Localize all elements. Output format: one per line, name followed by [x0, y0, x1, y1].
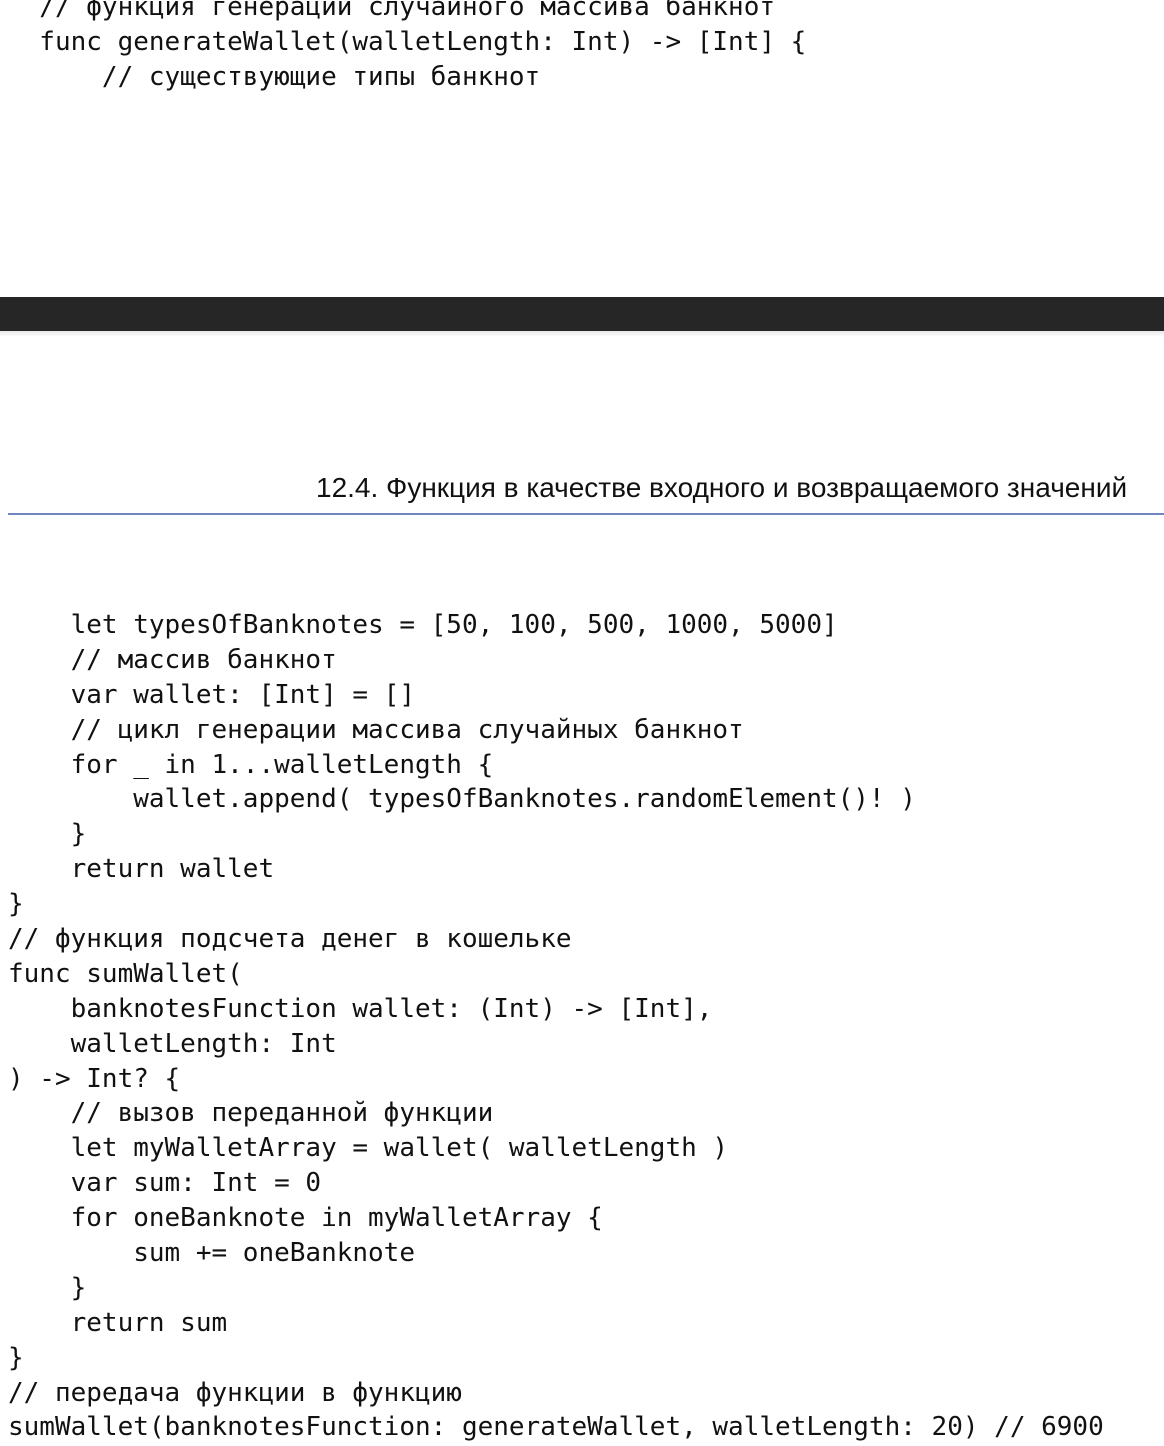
code-line: // цикл генерации массива случайных банк… — [8, 714, 744, 745]
code-line: } — [8, 889, 24, 920]
code-line: // существующие типы банкнот — [8, 61, 541, 92]
code-line: } — [8, 1272, 87, 1303]
code-line: } — [8, 819, 87, 850]
code-line: func sumWallet( — [8, 958, 243, 989]
code-line: } — [8, 1342, 24, 1373]
code-line: // массив банкнот — [8, 644, 337, 675]
page-break-shadow — [0, 331, 1164, 337]
code-line: sumWallet(banknotesFunction: generateWal… — [8, 1412, 1104, 1443]
code-line: walletLength: Int — [8, 1028, 337, 1059]
code-line: return wallet — [8, 854, 275, 885]
code-line: sum += oneBanknote — [8, 1238, 415, 1269]
code-line: banknotesFunction wallet: (Int) -> [Int]… — [8, 993, 713, 1024]
code-line: for _ in 1...walletLength { — [8, 749, 494, 780]
code-line: func generateWallet(walletLength: Int) -… — [8, 26, 807, 57]
code-line: for oneBanknote in myWalletArray { — [8, 1203, 603, 1234]
page-running-header: 12.4. Функция в качестве входного и возв… — [316, 472, 1128, 503]
code-line: // функция генерации случайного массива … — [8, 0, 776, 22]
code-line: var sum: Int = 0 — [8, 1168, 322, 1199]
code-line: let typesOfBanknotes = [50, 100, 500, 10… — [8, 610, 838, 640]
code-line: return sum — [8, 1307, 228, 1338]
header-rule — [8, 513, 1164, 515]
code-block-top: // функция генерации случайного массива … — [8, 0, 806, 95]
code-line: let myWalletArray = wallet( walletLength… — [8, 1133, 729, 1164]
code-line: var wallet: [Int] = [] — [8, 679, 415, 710]
code-block-bottom: let typesOfBanknotes = [50, 100, 500, 10… — [8, 608, 1104, 1445]
code-line: // функция подсчета денег в кошельке — [8, 924, 572, 955]
code-line: // вызов переданной функции — [8, 1098, 494, 1129]
page-break-bar — [0, 297, 1164, 331]
code-line: // передача функции в функцию — [8, 1377, 462, 1408]
code-line: wallet.append( typesOfBanknotes.randomEl… — [8, 784, 916, 815]
code-line: ) -> Int? { — [8, 1063, 181, 1094]
